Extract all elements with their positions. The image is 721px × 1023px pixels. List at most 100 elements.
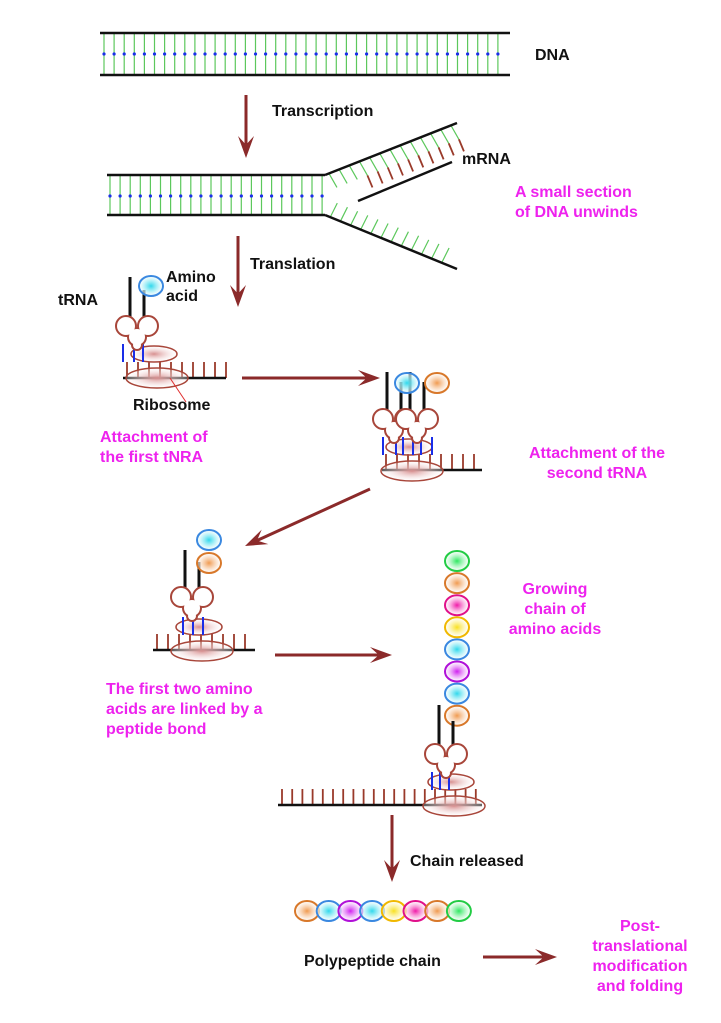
arrow-head <box>238 136 254 158</box>
base-pair <box>399 145 409 160</box>
hydrogen-bond-dot <box>102 52 106 56</box>
base-pair <box>430 133 440 148</box>
hydrogen-bond-dot <box>496 52 500 56</box>
arrow-shaft <box>256 487 371 542</box>
growing-chain-bead-green <box>444 550 470 572</box>
growing-chain-bead-purple <box>444 660 470 683</box>
growing-chain-annotation-line1: Growing <box>523 581 588 598</box>
trna-cloverleaf-fill <box>133 341 141 349</box>
hydrogen-bond-dot <box>284 52 288 56</box>
dna-strand <box>324 213 458 271</box>
hydrogen-bond-dot <box>152 52 157 56</box>
trna-label: tRNA <box>58 292 98 309</box>
hydrogen-bond-dot <box>385 52 389 56</box>
base-pair <box>419 137 429 152</box>
mrna-base <box>458 139 465 152</box>
trna-cloverleaf-fill <box>139 317 157 335</box>
base-pair <box>441 247 450 263</box>
post-translational-line4: and folding <box>597 978 683 995</box>
hydrogen-bond-dot <box>183 52 187 56</box>
mrna-base <box>366 175 374 188</box>
mrna-base <box>437 147 445 160</box>
hydrogen-bond-dot <box>138 194 142 198</box>
hydrogen-bond-dot <box>132 52 136 56</box>
mrna-base <box>376 171 384 184</box>
arrow-head <box>245 529 269 546</box>
hydrogen-bond-dot <box>455 52 460 56</box>
amino-acid-bead <box>196 552 222 574</box>
mrna-label: mRNA <box>462 151 511 168</box>
hydrogen-bond-dot <box>179 194 183 198</box>
hydrogen-bond-dot <box>193 52 197 56</box>
hydrogen-bond-dot <box>173 52 177 56</box>
hydrogen-bond-dot <box>219 194 223 198</box>
polypeptide-bead-yellow <box>380 900 407 922</box>
base-pair <box>400 231 409 246</box>
hydrogen-bond-dot <box>310 194 314 198</box>
dna-strand <box>324 121 458 177</box>
trna-cloverleaf-fill <box>117 317 135 335</box>
hydrogen-bond-dot <box>314 52 318 56</box>
hydrogen-bond-dot <box>395 52 399 56</box>
polypeptide-bead-cyan <box>315 900 342 922</box>
hydrogen-bond-dot <box>405 52 409 56</box>
hydrogen-bond-dot <box>304 52 308 56</box>
hydrogen-bond-dot <box>476 52 480 56</box>
peptide-bond-annotation-line3: peptide bond <box>106 721 206 738</box>
step-arrow-2 <box>245 487 371 546</box>
amino-acid-bead <box>138 275 164 297</box>
hydrogen-bond-dot <box>375 52 379 56</box>
peptide-bond-annotation-line1: The first two amino <box>106 681 253 698</box>
base-pair <box>338 169 348 184</box>
growing-chain-bead-yellow <box>444 616 470 639</box>
trna-molecule <box>115 277 159 351</box>
arrow-head <box>358 370 380 386</box>
amino-acid-bead <box>196 529 222 551</box>
hydrogen-bond-dot <box>158 194 163 198</box>
polypeptide-bead-cyan <box>359 900 386 922</box>
base-pair <box>350 211 359 226</box>
arrow-head <box>230 285 246 307</box>
trna-cloverleaf-fill <box>409 422 425 438</box>
hydrogen-bond-dot <box>209 194 213 198</box>
base-pair <box>370 219 379 234</box>
polypeptide-bead-green <box>445 900 472 922</box>
hydrogen-bond-dot <box>300 194 304 198</box>
hydrogen-bond-dot <box>415 52 419 56</box>
second-trna-annotation-line2: second tRNA <box>547 465 648 482</box>
base-pair <box>411 235 420 251</box>
peptide-bond-annotation-line2: acids are linked by a <box>106 701 263 718</box>
hydrogen-bond-dot <box>466 52 470 56</box>
base-pair <box>390 227 399 242</box>
hydrogen-bond-dot <box>128 194 132 198</box>
ribosome-large-subunit <box>125 367 189 389</box>
hydrogen-bond-dot <box>142 52 146 56</box>
polypeptide-bead-purple <box>337 900 364 922</box>
hydrogen-bond-dot <box>163 52 167 56</box>
hydrogen-bond-dot <box>148 194 152 198</box>
base-pair <box>339 206 348 222</box>
ribosome-large-subunit <box>380 460 444 482</box>
hydrogen-bond-dot <box>290 194 294 198</box>
trna-cloverleaf-fill <box>194 588 212 606</box>
hydrogen-bond-dot <box>199 194 203 198</box>
transcription-arrow <box>238 95 254 158</box>
hydrogen-bond-dot <box>239 194 243 198</box>
ribosome-large-subunit <box>170 640 234 662</box>
trna-cloverleaf-fill <box>397 410 415 428</box>
mrna-base <box>427 151 435 164</box>
hydrogen-bond-dot <box>320 194 324 198</box>
unwinds-annotation-line2: of DNA unwinds <box>515 204 638 221</box>
mrna-strand <box>357 160 453 203</box>
growing-chain-bead-orange <box>444 572 470 595</box>
post-translational-line3: modification <box>592 958 687 975</box>
amino-acid-label-line1: Amino <box>166 269 216 286</box>
base-pair <box>431 243 440 259</box>
hydrogen-bond-dot <box>274 52 278 56</box>
trna-cloverleaf-fill <box>413 434 421 442</box>
trna-cloverleaf-fill <box>129 329 145 345</box>
ribosome <box>380 437 444 482</box>
base-pair <box>329 202 338 218</box>
amino-acid-label-line2: acid <box>166 288 198 305</box>
